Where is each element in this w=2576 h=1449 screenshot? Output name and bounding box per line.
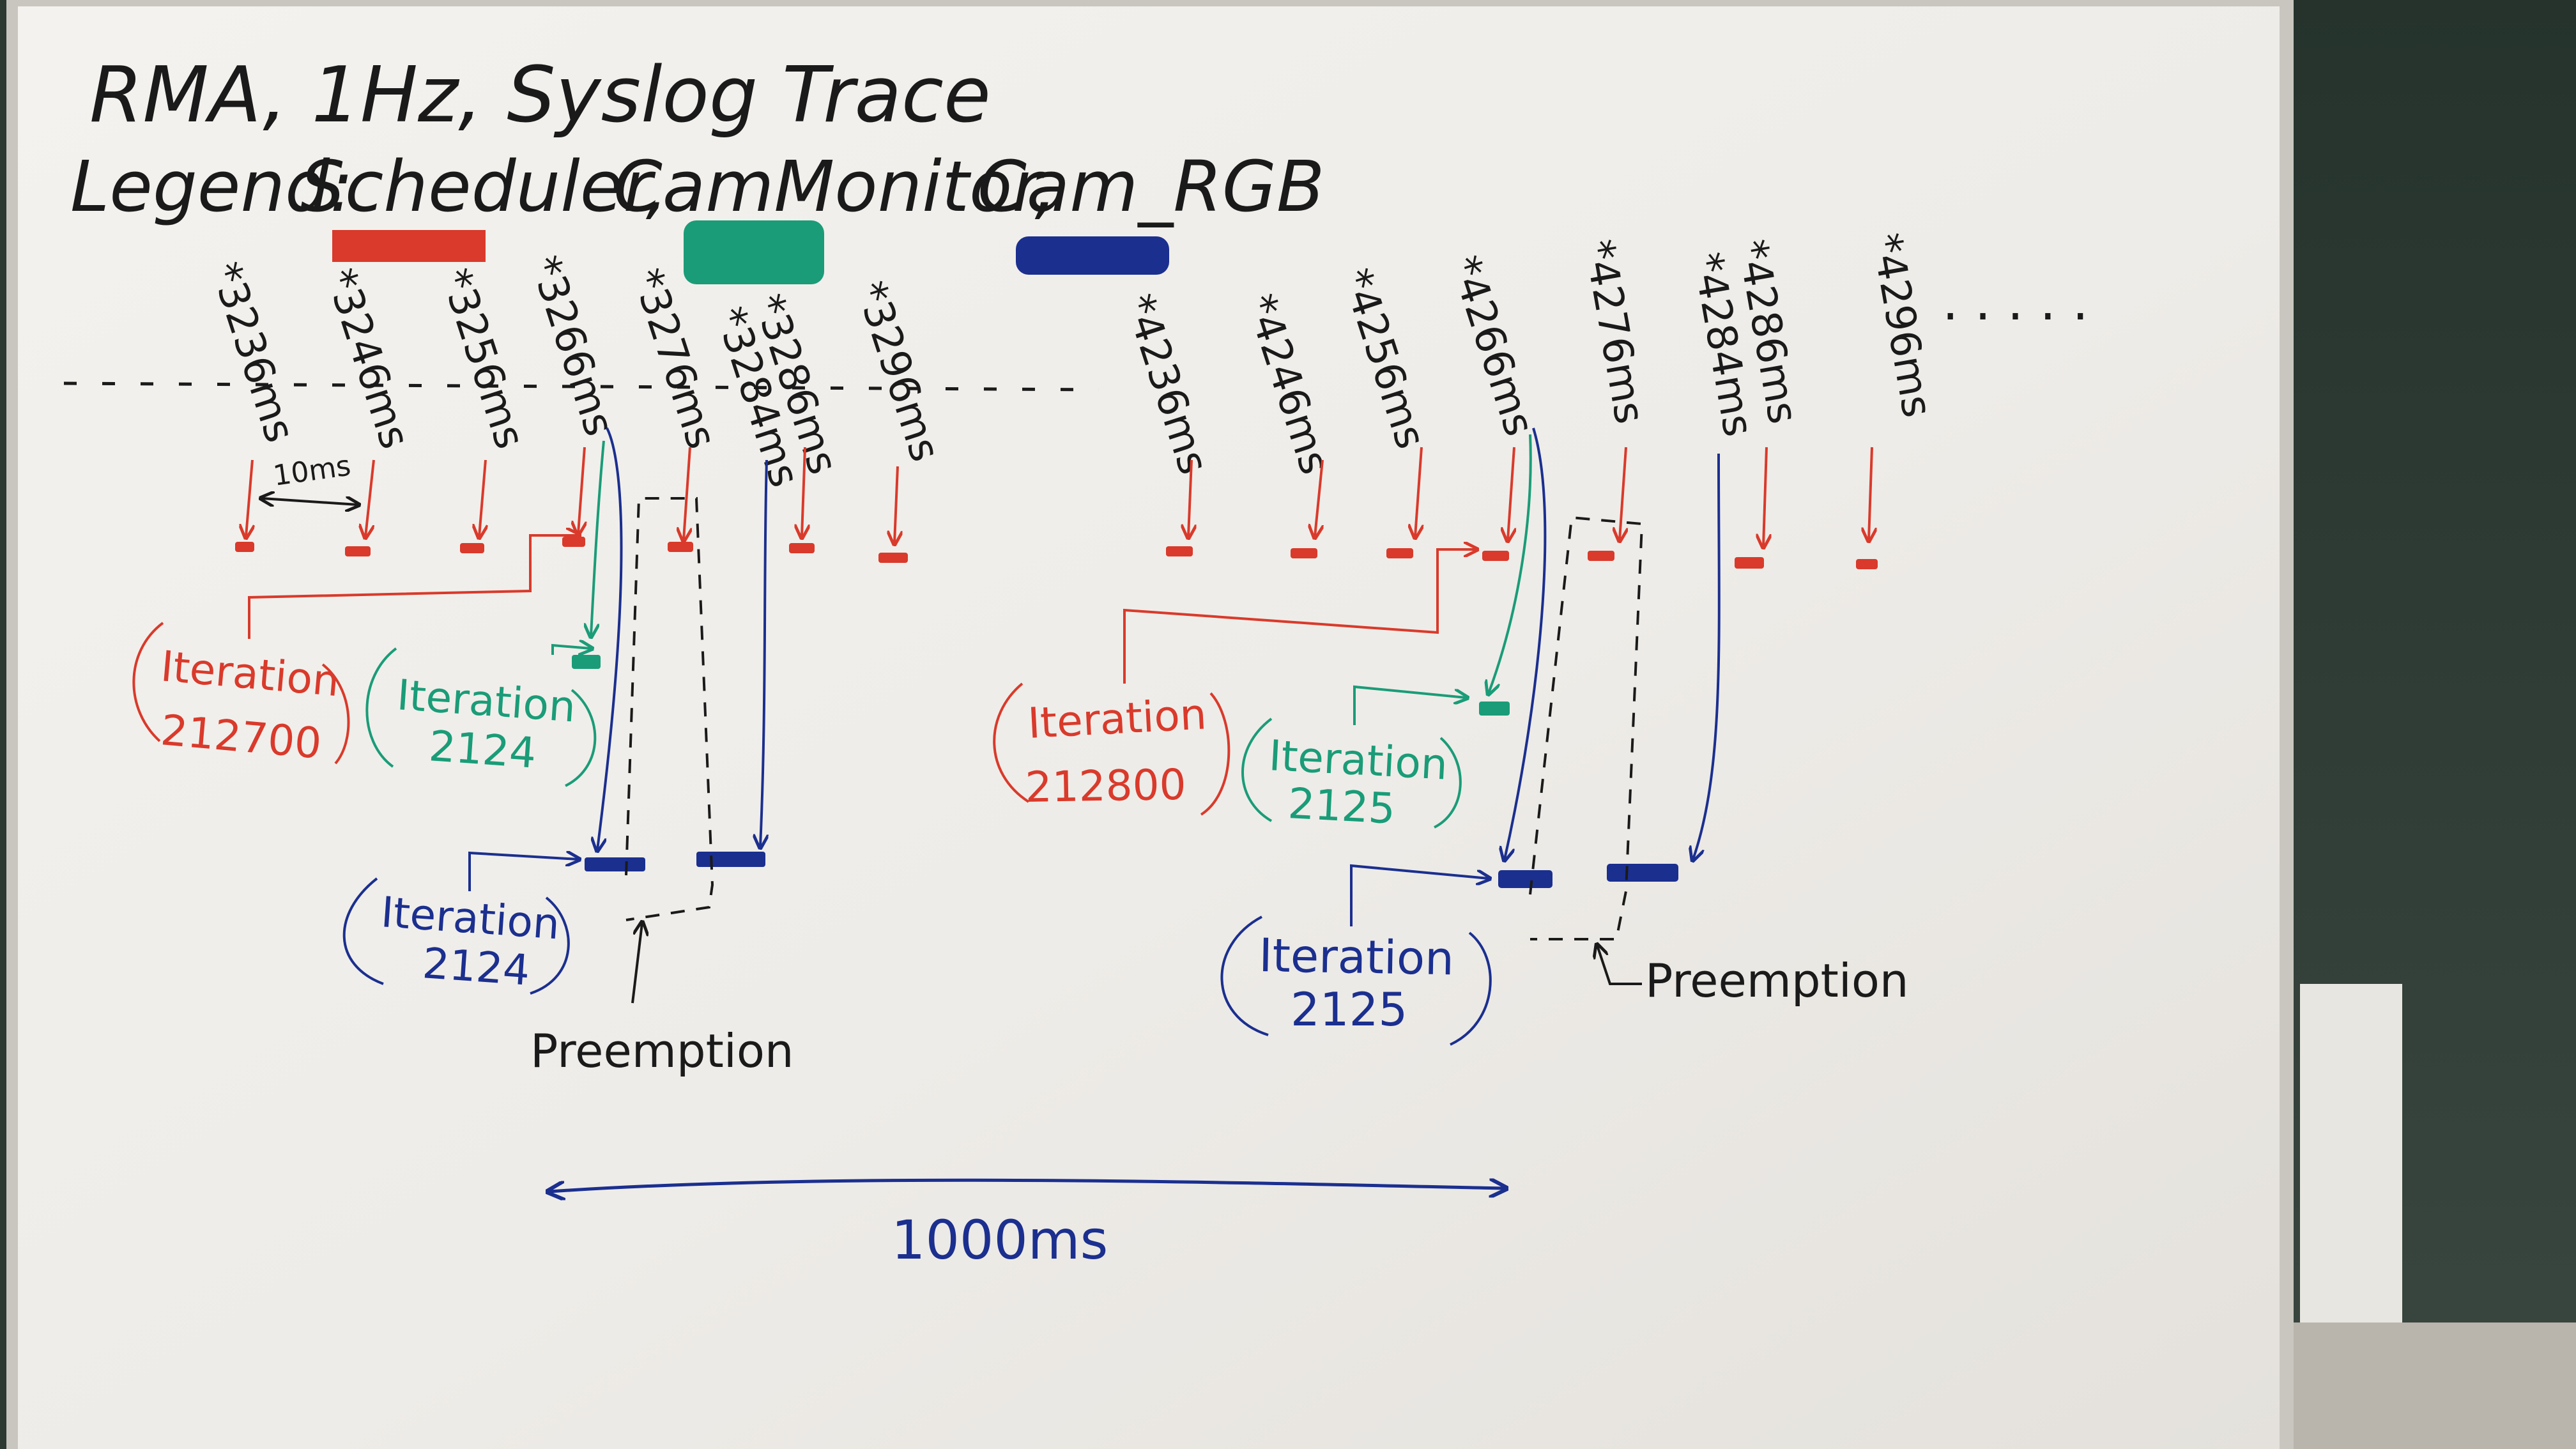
iteration-sched-right: Iteration 212800 [993, 682, 1230, 816]
monitor-connector-right [1353, 685, 1466, 725]
continuation-dots: . . . . . [1942, 272, 2089, 332]
scheduler-ticks-left [235, 537, 908, 563]
scheduler-arrows-left [246, 447, 898, 543]
preemption-dash-left [625, 497, 714, 921]
monitor-connector-left [551, 645, 591, 655]
span-label: 1000ms [891, 1209, 1108, 1271]
iteration-mon-left: Iteration 2124 [365, 647, 597, 787]
legend-rgb-label: Cam_RGB [977, 146, 1325, 227]
rgb-block-left-1 [585, 857, 645, 871]
rgb-connector-right [1350, 864, 1489, 926]
preemption-arrow-right [1597, 946, 1642, 985]
iteration-mon-right: Iteration 2125 [1241, 717, 1462, 834]
legend-monitor-swatch [684, 220, 824, 284]
iteration-sched-right-line2: 212800 [1025, 760, 1186, 812]
iteration-mon-right-line2: 2125 [1287, 779, 1397, 834]
iteration-mon-right-line1: Iteration [1268, 731, 1449, 790]
legend-rgb-swatch [1016, 236, 1169, 275]
iteration-rgb-right: Iteration 2125 [1220, 916, 1492, 1046]
iteration-mon-left-line2: 2124 [427, 721, 538, 778]
rgb-block-right-2 [1607, 864, 1678, 882]
ledge [2287, 1322, 2576, 1449]
rgb-connector-left [468, 853, 578, 891]
sched-connector-right [1123, 549, 1476, 684]
rgb-arrow-right-1 [1505, 427, 1547, 859]
board-title: RMA, 1Hz, Syslog Trace [89, 51, 991, 140]
preemption-label-right: Preemption [1645, 954, 1909, 1008]
monitor-tick-right [1479, 702, 1510, 716]
iteration-rgb-right-line1: Iteration [1259, 928, 1455, 985]
legend-scheduler-label: Scheduler, [300, 146, 668, 227]
iteration-rgb-left-line2: 2124 [421, 939, 532, 995]
preemption-label-left: Preemption [530, 1024, 794, 1078]
legend-prefix: Legend: [70, 146, 353, 227]
rgb-arrow-left-2 [760, 459, 767, 847]
preemption-arrow-left [631, 923, 642, 1004]
span-arrow [549, 1180, 1505, 1192]
iteration-rgb-left: Iteration 2124 [342, 877, 570, 995]
rgb-block-left-2 [696, 852, 765, 867]
monitor-arrow-right [1489, 434, 1532, 693]
preemption-dash-right [1529, 516, 1644, 940]
monitor-arrow-left [591, 440, 605, 636]
rgb-arrow-left-1 [597, 427, 623, 850]
legend-monitor-label: CamMonitor, [613, 146, 1057, 227]
iteration-rgb-right-line2: 2125 [1291, 983, 1407, 1036]
scheduler-ticks-right [1166, 546, 1878, 569]
rgb-block-right-1 [1498, 870, 1552, 888]
legend-scheduler-swatch [332, 230, 486, 262]
iteration-sched-right-line1: Iteration [1027, 689, 1208, 748]
scheduler-arrows-right [1188, 447, 1872, 546]
monitor-tick-left [572, 655, 601, 669]
interval-arrow [262, 498, 358, 505]
rgb-arrow-right-2 [1693, 453, 1721, 859]
sched-connector-left [248, 535, 578, 639]
